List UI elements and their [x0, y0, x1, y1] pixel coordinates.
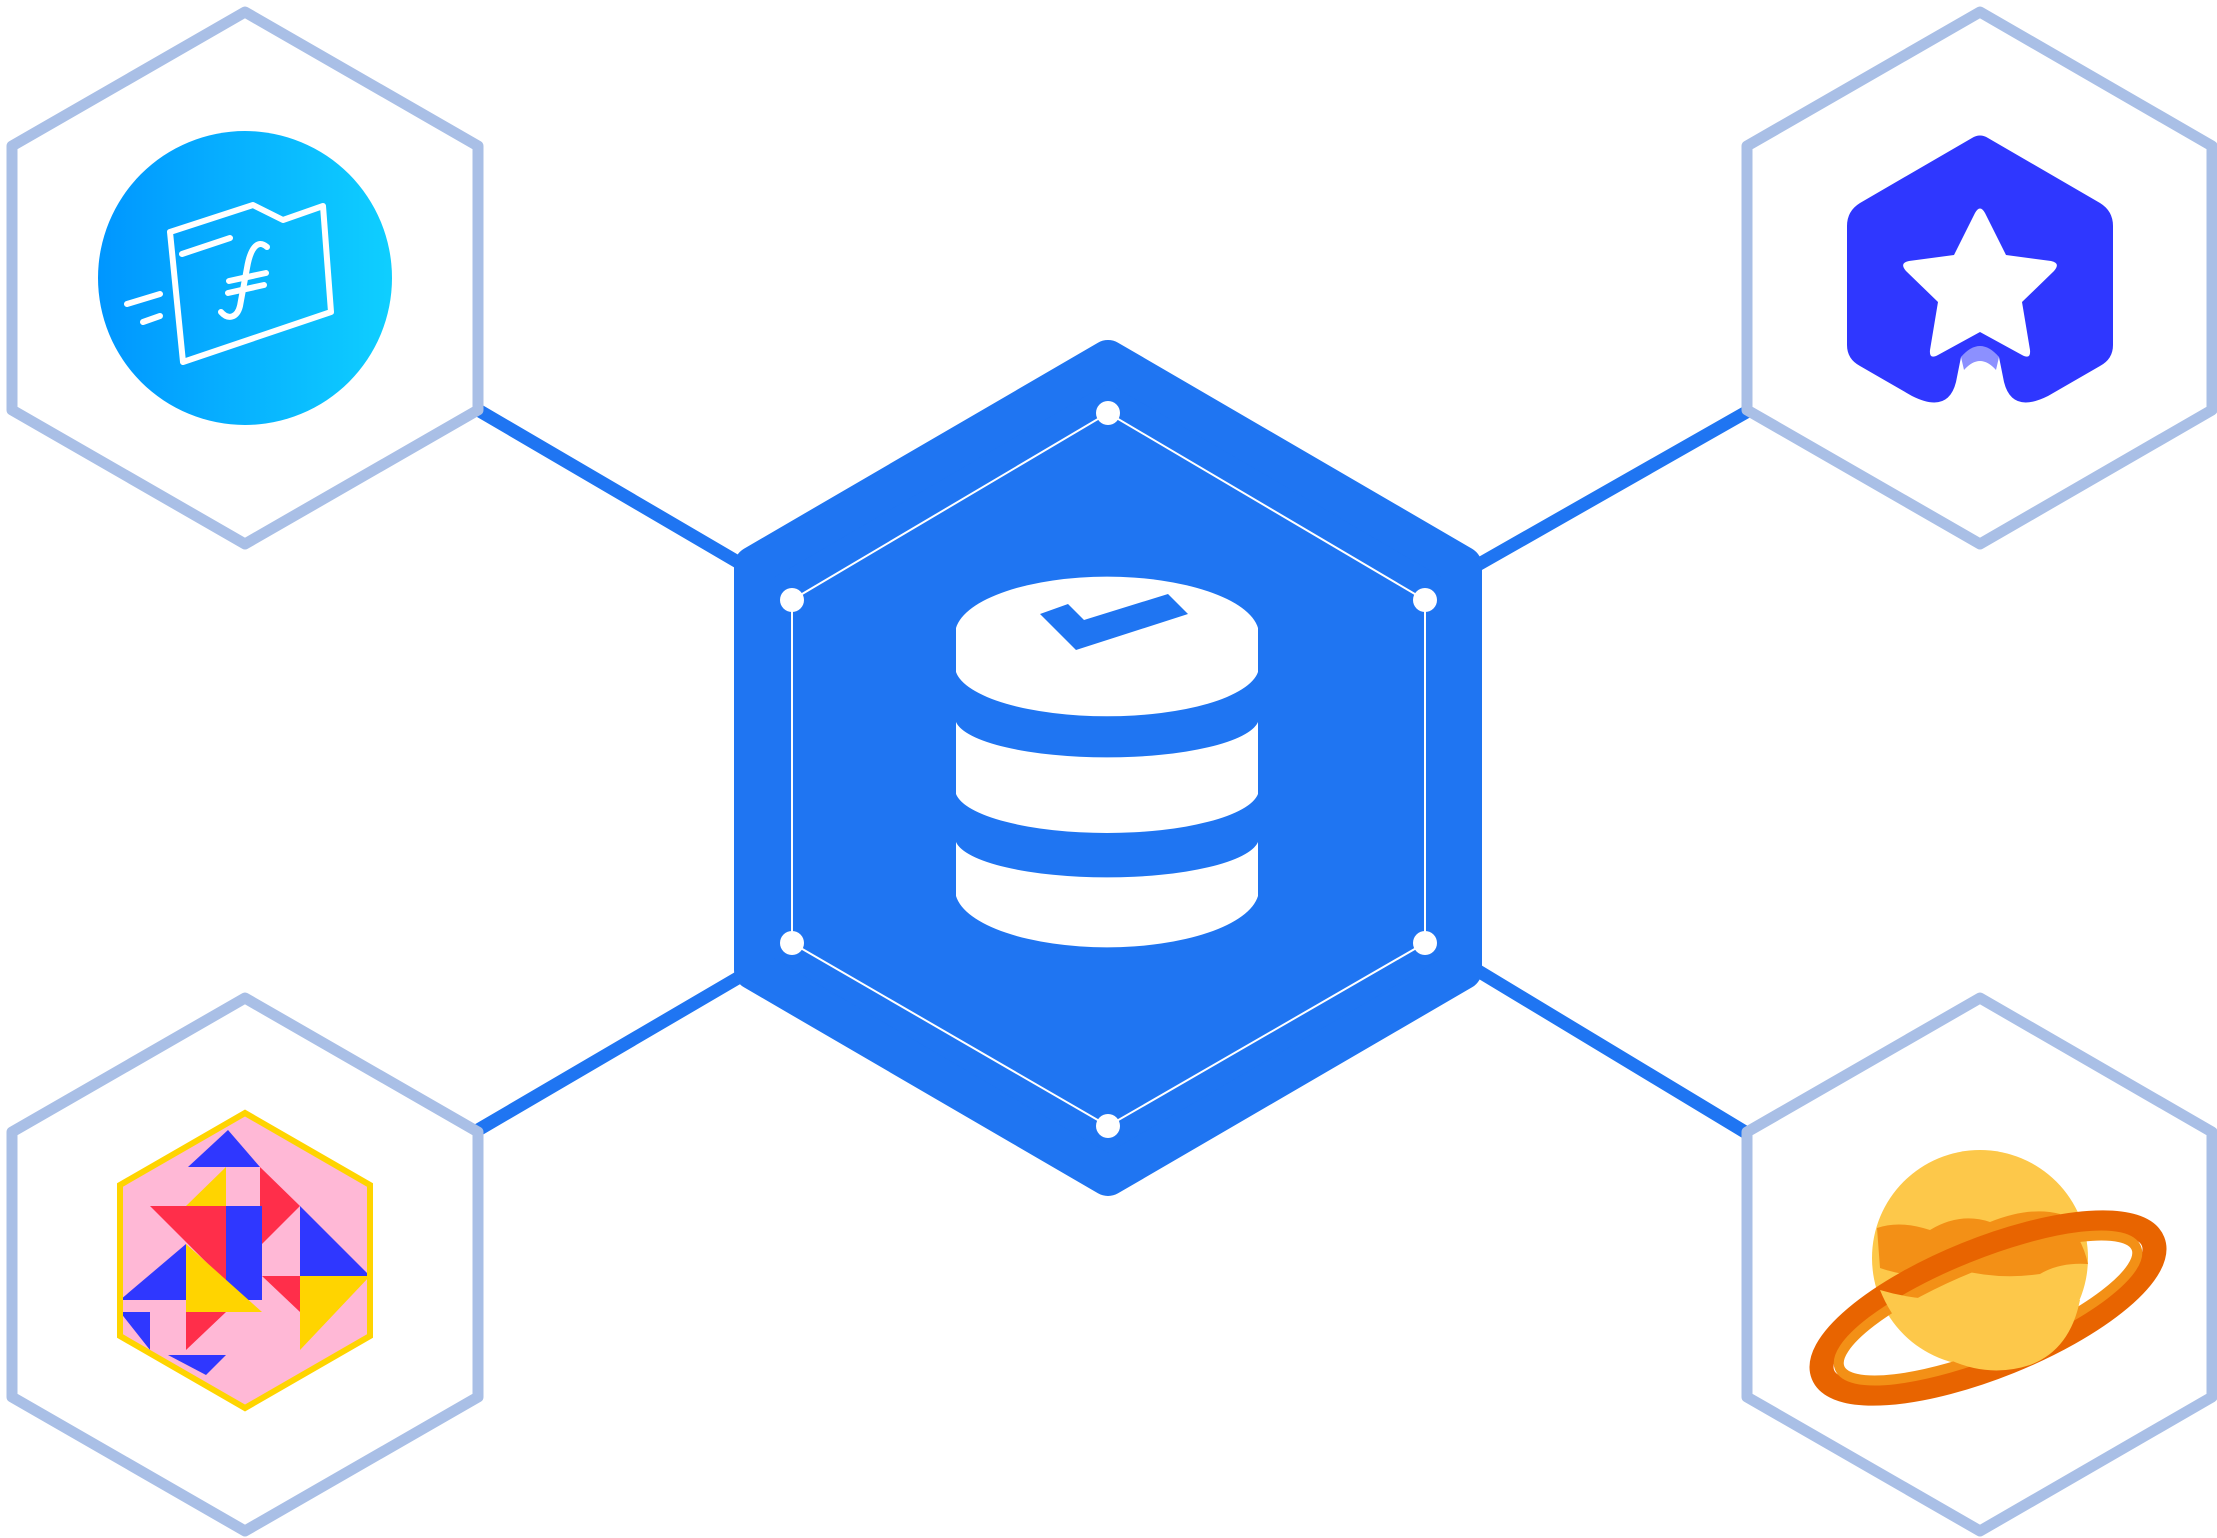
geometric-quilt-hexagon-icon: [117, 1109, 373, 1412]
connectors: [471, 403, 1757, 1142]
connector-top-right: [1453, 403, 1757, 582]
star-shield-icon: [1847, 135, 2113, 403]
center-node: [734, 340, 1482, 1196]
connector-top-left: [471, 403, 767, 582]
connector-bottom-right: [1453, 953, 1757, 1142]
outline-vertex-dots: [780, 401, 1437, 1138]
filecoin-folder-icon: [98, 131, 392, 425]
connector-bottom-left: [471, 958, 767, 1137]
planet-ring-icon: [1809, 1150, 2167, 1406]
satellite-frames: [6, 6, 2217, 1537]
database-check-icon: [956, 576, 1258, 948]
